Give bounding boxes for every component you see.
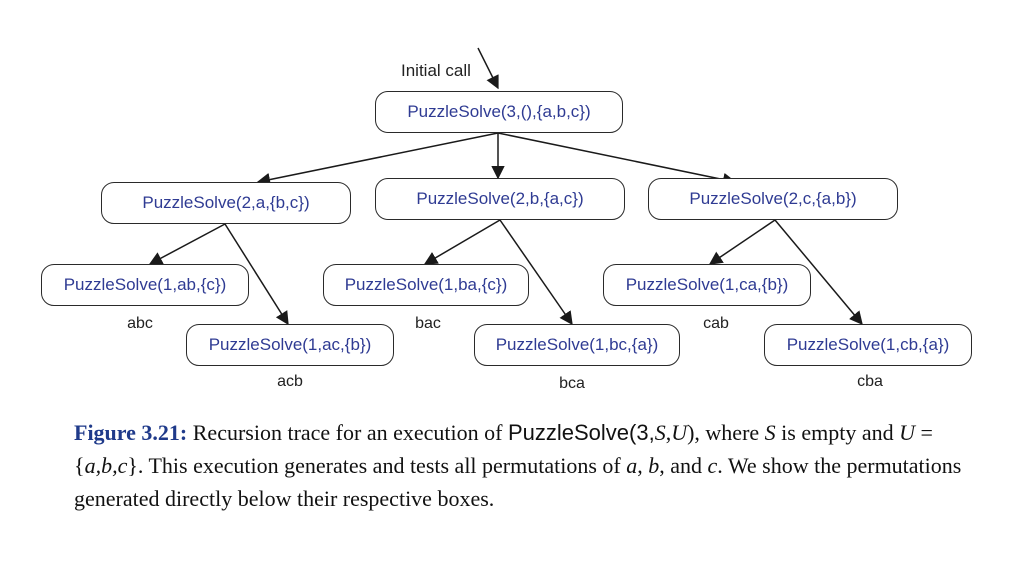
edge-root-a: [256, 132, 499, 187]
perm-abc: abc: [127, 315, 153, 332]
node-bc: PuzzleSolve(1,bc,{a}): [474, 324, 680, 366]
caption-comma: ,: [665, 420, 672, 445]
node-ac: PuzzleSolve(1,ac,{b}): [186, 324, 394, 366]
edge-root-c: [497, 132, 737, 187]
caption-label: Figure 3.21:: [74, 420, 188, 445]
edge-b-ba: [423, 219, 501, 265]
perm-cab: cab: [703, 315, 729, 332]
caption-b: b: [648, 453, 660, 478]
edge-initial: [477, 47, 499, 90]
caption-close: ): [687, 420, 695, 445]
perm-bac: bac: [415, 315, 441, 332]
initial-call-label: Initial call: [401, 61, 471, 80]
caption-text-1: Recursion trace for an execution of: [187, 420, 508, 445]
edge-a-ac: [224, 223, 289, 326]
caption-u: U: [671, 420, 688, 445]
caption-u2: U: [899, 420, 915, 445]
caption-set: a,b,c: [84, 453, 128, 478]
node-ca: PuzzleSolve(1,ca,{b}): [603, 264, 811, 306]
perm-cba: cba: [857, 373, 883, 390]
perm-bca: bca: [559, 375, 585, 392]
caption-sep-1: ,: [637, 453, 649, 478]
edge-a-ab: [148, 223, 226, 265]
node-c: PuzzleSolve(2,c,{a,b}): [648, 178, 898, 220]
node-root: PuzzleSolve(3,(),{a,b,c}): [375, 91, 623, 133]
perm-acb: acb: [277, 373, 303, 390]
caption-sep-2: , and: [659, 453, 708, 478]
node-ab: PuzzleSolve(1,ab,{c}): [41, 264, 249, 306]
edge-c-cb: [774, 219, 863, 326]
caption-s: S: [654, 420, 666, 445]
caption-a: a: [626, 453, 638, 478]
edge-c-ca: [708, 219, 776, 265]
caption-text-2: , where: [694, 420, 765, 445]
caption-text-4: }. This execution generates and tests al…: [127, 453, 627, 478]
node-cb: PuzzleSolve(1,cb,{a}): [764, 324, 972, 366]
caption-eq: = {: [74, 420, 933, 478]
figure-caption: Figure 3.21: Recursion trace for an exec…: [74, 416, 974, 515]
caption-s2: S: [764, 420, 776, 445]
caption-c: c: [707, 453, 718, 478]
edge-b-bc: [499, 219, 573, 326]
caption-text-5: . We show the permutations generated dir…: [74, 453, 962, 511]
caption-text-3: is empty and: [775, 420, 900, 445]
node-ba: PuzzleSolve(1,ba,{c}): [323, 264, 529, 306]
node-a: PuzzleSolve(2,a,{b,c}): [101, 182, 351, 224]
caption-call: PuzzleSolve(3,: [507, 420, 655, 445]
node-b: PuzzleSolve(2,b,{a,c}): [375, 178, 625, 220]
